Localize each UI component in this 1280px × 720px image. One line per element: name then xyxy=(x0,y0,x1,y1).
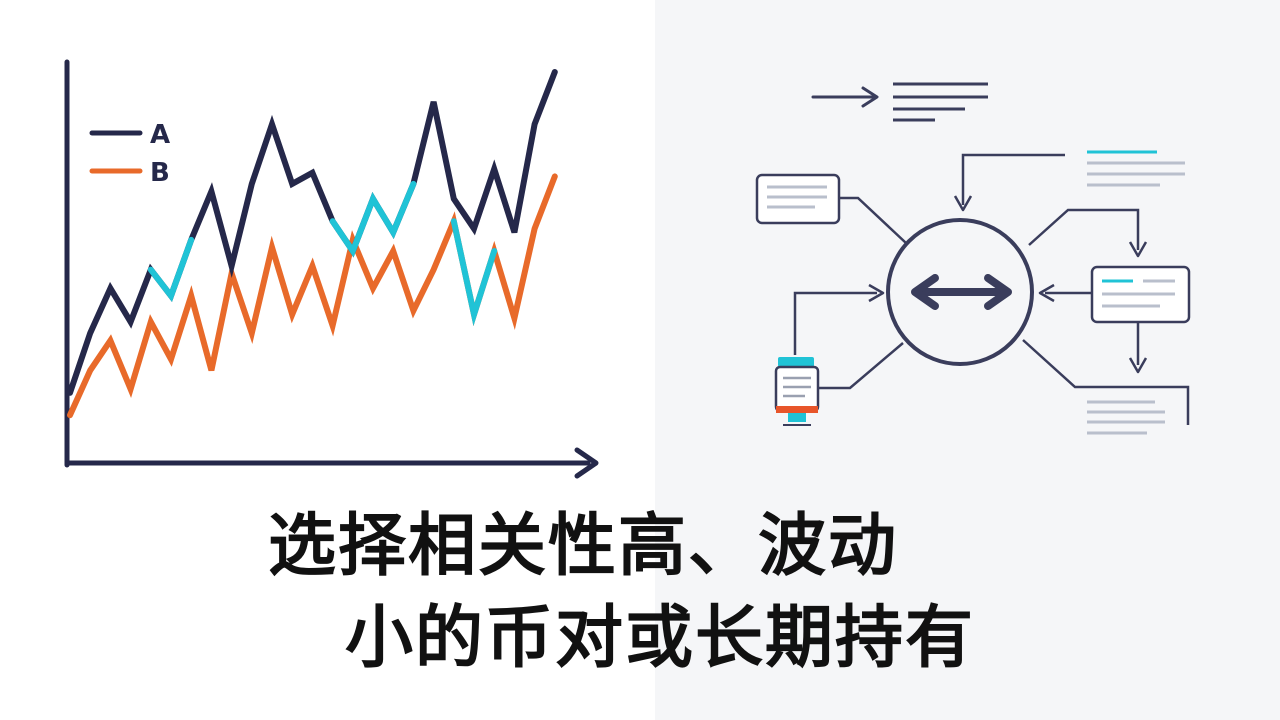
caption-line-1: 选择相关性高、波动 xyxy=(268,507,899,586)
connector-right-top xyxy=(1028,208,1140,250)
connector-top xyxy=(961,153,1065,205)
card-right-lines xyxy=(1102,279,1175,308)
legend: A B xyxy=(89,120,170,188)
arrow-down-icon xyxy=(1128,241,1148,258)
line-chart: A B xyxy=(64,59,599,479)
device-icon xyxy=(774,357,820,426)
arrow-right-icon xyxy=(868,283,885,303)
arrow-down-icon xyxy=(953,195,973,212)
series-highlight-a-1 xyxy=(329,180,417,258)
hub-circle xyxy=(886,218,1034,366)
arrow-left-icon xyxy=(1038,283,1055,303)
series-highlight-b-0 xyxy=(450,218,498,327)
flow-diagram xyxy=(755,82,1191,435)
connector-left-top xyxy=(839,196,907,244)
caption-line-2: 小的币对或长期持有 xyxy=(345,599,976,678)
card-left-top-lines xyxy=(767,185,827,209)
diagram-background xyxy=(655,0,1280,720)
legend-label-b: B xyxy=(150,158,170,188)
chart-axes xyxy=(64,59,599,479)
double-arrow-icon xyxy=(911,274,1012,310)
arrow-down-icon xyxy=(1128,357,1148,374)
series-highlight-a-0 xyxy=(147,236,195,302)
x-axis-arrow-icon xyxy=(574,447,599,479)
legend-label-a: A xyxy=(150,120,170,150)
chart-series xyxy=(67,69,558,419)
connector-device xyxy=(818,342,904,390)
accent-text-block xyxy=(1087,150,1185,187)
card-left-top xyxy=(755,173,841,225)
arrow-head-icon xyxy=(861,86,879,108)
lower-right-text-block xyxy=(1087,400,1165,435)
connector-lower-right xyxy=(1022,339,1190,425)
connector-left-mid xyxy=(793,291,877,355)
top-arrow-group xyxy=(811,82,988,122)
